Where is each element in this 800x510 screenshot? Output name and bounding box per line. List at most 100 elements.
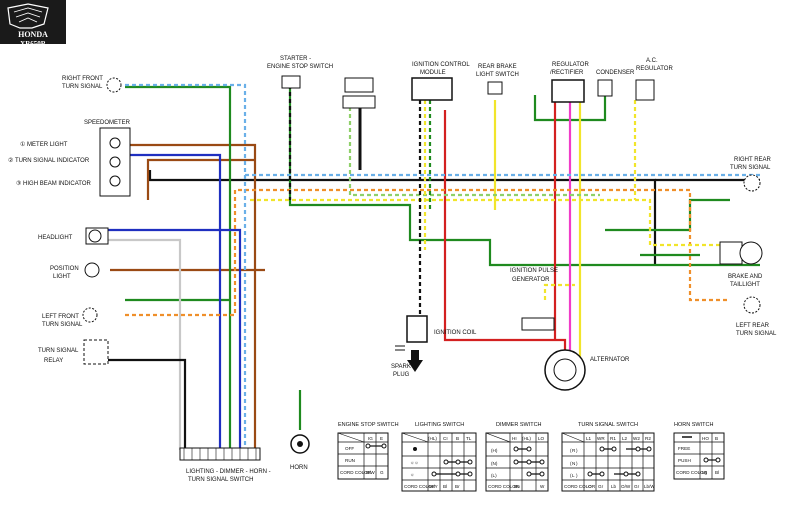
wire-green-ground	[288, 85, 760, 267]
header-cell: TL	[466, 436, 472, 441]
rf-turn-label-1: RIGHT FRONT	[62, 76, 103, 82]
row-label: OFF	[345, 446, 354, 451]
connection-dot-icon	[455, 459, 461, 465]
alternator-label: ALTERNATOR	[590, 357, 630, 363]
row-label: (	[570, 461, 572, 466]
connection-dot-icon	[703, 457, 709, 463]
row-label: N	[572, 461, 575, 466]
starter-engine-stop-switch: STARTER - ENGINE STOP SWITCH	[267, 56, 333, 89]
row-label: PUSH	[678, 458, 691, 463]
spark-plug-label-1: SPARK	[391, 364, 411, 370]
headlight-bulb-icon	[88, 229, 102, 243]
turn-signal-bulb-icon	[743, 174, 761, 192]
cord-color-label: CORD COLOR	[488, 484, 520, 489]
turn-signal-bulb-icon	[743, 296, 761, 314]
cord-color-label: CORD COLOR	[340, 470, 372, 475]
regulator-label-2: /RECTIFIER	[550, 70, 584, 76]
pulse-gen-label-2: GENERATOR	[512, 277, 550, 283]
wire-lightgreen	[348, 100, 600, 197]
wire-black-relay	[108, 358, 187, 450]
honda-logo: HONDA XR650R	[0, 0, 66, 48]
connection-dot-icon	[443, 459, 449, 465]
lighting-switch-table: LIGHTING SWITCH (HL) CI B TL ☼☼ ☼ CORD C…	[401, 422, 477, 492]
lf-turn-label-1: LEFT FRONT	[42, 314, 79, 320]
connector-block	[344, 77, 374, 93]
wire-yellow-tail	[250, 198, 720, 247]
condenser-label: CONDENSER	[596, 70, 635, 76]
ground-icon	[395, 345, 405, 351]
cord-color-cell: Bl	[443, 484, 447, 489]
rear-brake-label-1: REAR BRAKE	[478, 64, 517, 70]
cord-color-cell: B/W	[366, 470, 375, 475]
pulse-generator-body	[521, 317, 555, 331]
horn: HORN	[290, 434, 310, 471]
header-cell: LO	[538, 436, 545, 441]
connection-dot-icon	[467, 459, 473, 465]
header-cell: (HL)	[522, 436, 531, 441]
table-diagonal	[337, 432, 365, 443]
position-label-1: POSITION	[50, 266, 79, 272]
meter-light-bulb-icon	[109, 137, 121, 149]
combo-switch-label-1: LIGHTING - DIMMER - HORN -	[186, 469, 271, 475]
table-title: HORN SWITCH	[674, 422, 713, 428]
horn-switch-table: HORN SWITCH HO B FREE PUSH CORD COLOR Lg…	[673, 422, 725, 480]
row-label: (H)	[491, 448, 498, 453]
condenser: CONDENSER	[596, 70, 635, 97]
wire-yellow-pulse	[543, 283, 575, 300]
headlight-label: HEADLIGHT	[38, 235, 73, 241]
turn-signal-bulb-icon	[106, 77, 122, 93]
ignition-coil: IGNITION COIL	[395, 315, 477, 351]
row-label: )	[576, 461, 578, 466]
condenser-housing	[597, 79, 613, 97]
connection-dot-icon	[623, 471, 629, 477]
connection-dot-icon	[526, 459, 532, 465]
cord-color-cell: O	[588, 484, 592, 489]
cord-color-label: CORD COLOR	[676, 470, 708, 475]
turn-signal-bulb-icon	[82, 307, 98, 323]
ignition-coil-body	[406, 315, 428, 343]
brake-switch-connector	[487, 81, 503, 95]
cord-color-cell: Bl	[715, 470, 719, 475]
wire-brown-speedo	[130, 143, 257, 450]
connection-dot-icon	[467, 471, 473, 477]
connection-dot-icon	[431, 471, 437, 477]
ignition-pulse-generator: IGNITION PULSE GENERATOR	[510, 268, 558, 331]
connection-dot-icon	[526, 471, 532, 477]
connection-dot-icon	[513, 446, 519, 452]
left-front-turn-signal: LEFT FRONT TURN SIGNAL	[42, 307, 98, 328]
ac-regulator-housing	[635, 79, 655, 101]
engine-stop-connector	[342, 77, 376, 109]
row-label: )	[576, 448, 578, 453]
alternator-housing	[544, 349, 586, 391]
rr-turn-label-1: RIGHT REAR	[734, 157, 772, 163]
cord-color-cell: Gr	[634, 484, 640, 489]
header-cell: CI	[443, 436, 448, 441]
high-beam-bulb-icon	[109, 175, 121, 187]
header-cell: (HL)	[428, 436, 437, 441]
logo-brand: HONDA	[18, 30, 48, 39]
row-label: R	[572, 448, 576, 453]
connection-dot-icon	[513, 459, 519, 465]
connection-dot-icon	[526, 446, 532, 452]
high-beam-label: ③ HIGH BEAM INDICATOR	[16, 180, 91, 187]
cord-color-cell: O/W	[621, 484, 631, 489]
alternator-rotor-icon	[553, 358, 577, 382]
ac-regulator-label-1: A.C.	[646, 58, 658, 64]
turn-indicator-label: ② TURN SIGNAL INDICATOR	[8, 157, 90, 164]
header-cell: HO	[702, 436, 709, 441]
table-title: DIMMER SWITCH	[496, 422, 542, 428]
speedometer-housing	[99, 127, 131, 197]
row-label: FREE	[678, 446, 690, 451]
wire-orange-lr	[125, 188, 730, 317]
icm-housing	[411, 77, 453, 101]
connection-dot-icon	[599, 471, 605, 477]
speedometer: SPEEDOMETER ① METER LIGHT ② TURN SIGNAL …	[8, 120, 131, 197]
starter-label-2: ENGINE STOP SWITCH	[267, 64, 333, 70]
header-cell: WR	[597, 436, 605, 441]
ign-coil-label: IGNITION COIL	[434, 330, 477, 336]
spark-plug: SPARK PLUG	[391, 350, 423, 378]
wire-blue-highbeam	[130, 153, 222, 450]
row-label: (	[570, 473, 572, 478]
